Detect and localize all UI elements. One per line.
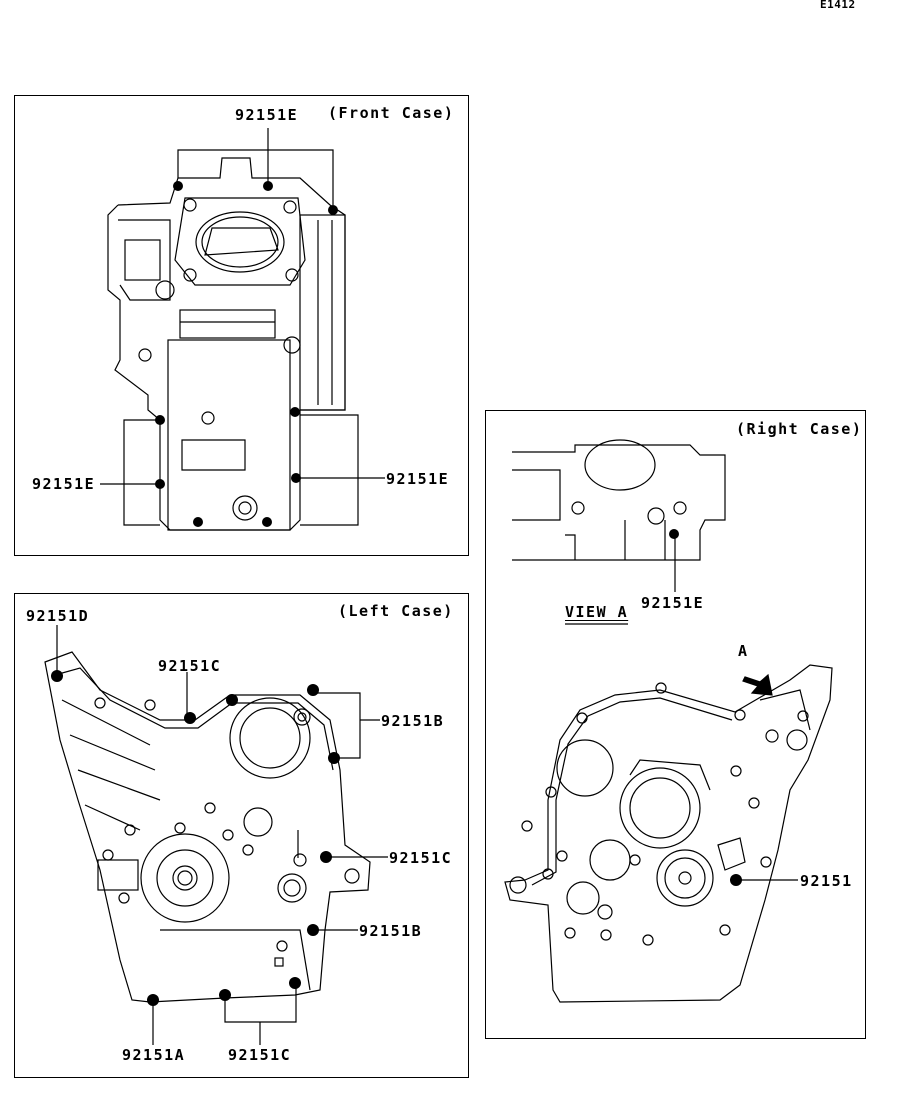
part-label-left-b-top: 92151B [381, 712, 445, 730]
part-label-right-view: 92151E [641, 594, 705, 612]
part-label-left-b-low: 92151B [359, 922, 423, 940]
front-case-panel [14, 95, 469, 556]
part-label-front-top: 92151E [235, 106, 299, 124]
part-label-front-right: 92151E [386, 470, 450, 488]
part-label-left-c-top: 92151C [158, 657, 222, 675]
front-case-drawing [100, 128, 385, 531]
left-case-title: (Left Case) [338, 602, 454, 620]
left-case-drawing [44, 625, 388, 1045]
part-label-front-left: 92151E [32, 475, 96, 493]
part-label-left-a: 92151A [122, 1046, 186, 1064]
right-case-drawing [504, 439, 833, 1003]
right-case-title: (Right Case) [736, 420, 863, 438]
part-label-right: 92151 [800, 872, 853, 890]
part-label-left-d: 92151D [26, 607, 90, 625]
right-case-panel [485, 410, 866, 1039]
part-label-left-c-mid: 92151C [389, 849, 453, 867]
arrow-a-label: A [738, 642, 749, 660]
front-case-title: (Front Case) [328, 104, 455, 122]
diagram-code: E1412 [820, 0, 856, 11]
part-label-left-c-bottom: 92151C [228, 1046, 292, 1064]
view-a-label: VIEW A [565, 603, 629, 621]
left-case-panel [14, 593, 469, 1078]
